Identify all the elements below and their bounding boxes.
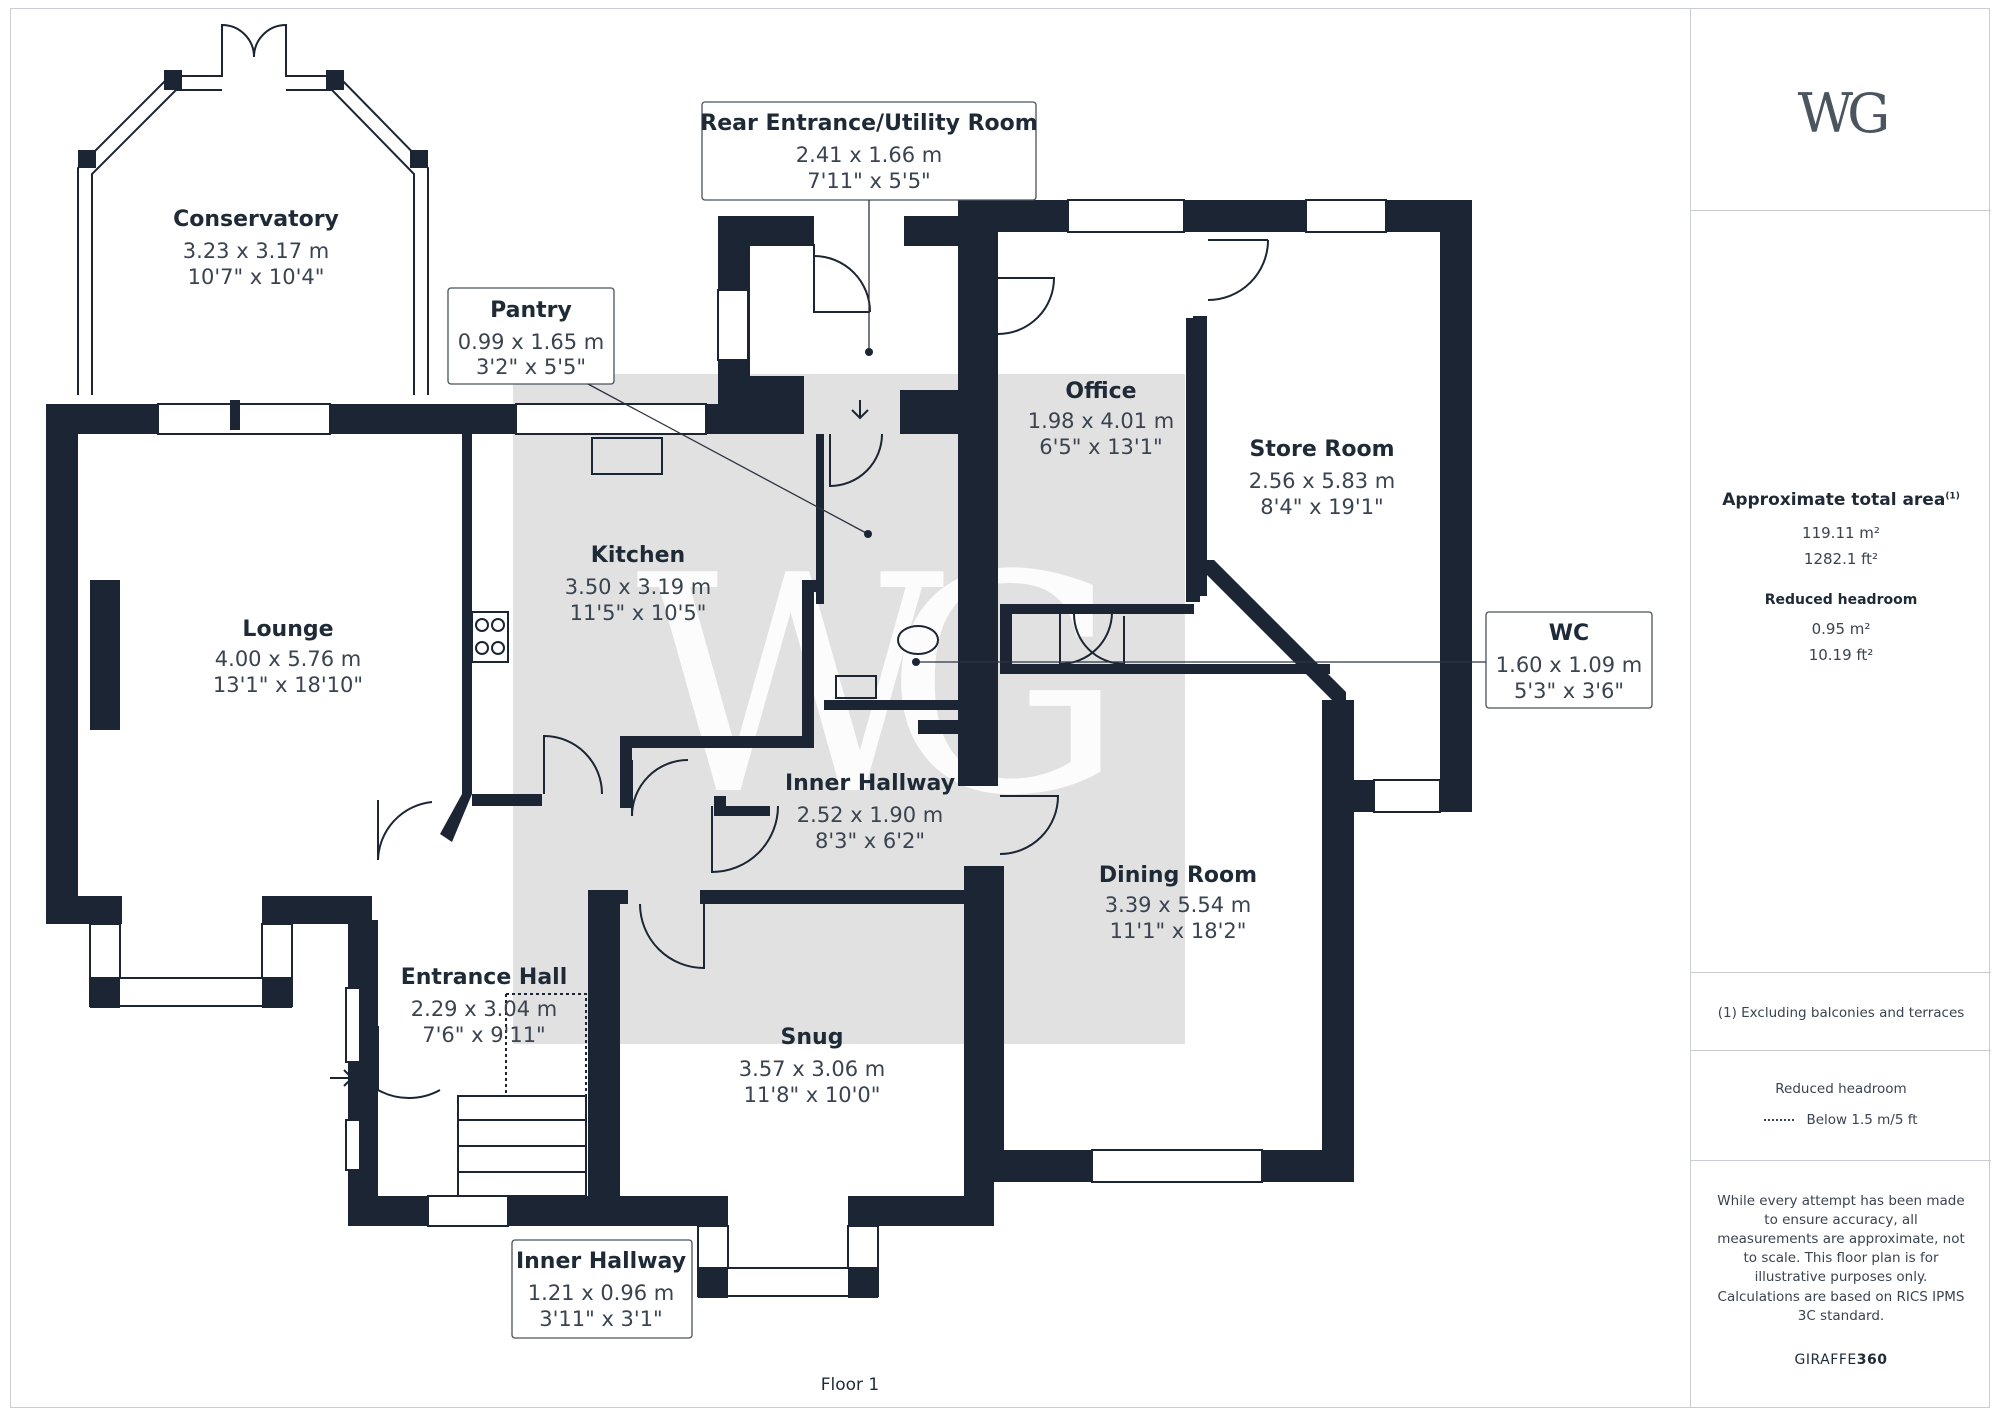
floor-label: Floor 1 <box>821 1375 880 1395</box>
reduced-headroom-title: Reduced headroom <box>1764 592 1918 608</box>
drawing-frame <box>10 8 1990 1408</box>
info-panel: WG Approximate total area(1) 119.11 m² 1… <box>1690 8 1991 1408</box>
room-imperial: 10'7" x 10'4" <box>188 265 325 289</box>
total-area-m2: 119.11 m² <box>1802 524 1880 542</box>
room-metric: 2.52 x 1.90 m <box>797 803 943 827</box>
legend-title: Reduced headroom <box>1775 1081 1907 1097</box>
room-metric: 1.60 x 1.09 m <box>1496 653 1642 677</box>
room-metric: 3.57 x 3.06 m <box>739 1057 885 1081</box>
room-label-kitchen: Kitchen 3.50 x 3.19 m 11'5" x 10'5" <box>565 543 711 625</box>
room-label-dining-room: Dining Room 3.39 x 5.54 m 11'1" x 18'2" <box>1099 863 1257 943</box>
room-metric: 1.21 x 0.96 m <box>528 1281 674 1305</box>
room-name: Lounge <box>242 617 333 642</box>
reduced-headroom-m2: 0.95 m² <box>1811 620 1871 638</box>
room-name: Store Room <box>1250 437 1395 462</box>
room-label-inner-hallway-1: Inner Hallway 2.52 x 1.90 m 8'3" x 6'2" <box>785 771 955 853</box>
calculation-note: Calculations are based on RICS IPMS 3C s… <box>1717 1289 1965 1324</box>
brand-logo: WG <box>1797 82 1891 145</box>
reduced-headroom-ft2: 10.19 ft² <box>1808 646 1874 664</box>
legend-item: Below 1.5 m/5 ft <box>1691 1111 1991 1130</box>
room-name: Pantry <box>490 298 572 323</box>
room-metric: 2.41 x 1.66 m <box>796 143 942 167</box>
room-metric: 4.00 x 5.76 m <box>215 647 361 671</box>
total-area-ft2: 1282.1 ft² <box>1803 550 1879 568</box>
room-label-office: Office 1.98 x 4.01 m 6'5" x 13'1" <box>1028 379 1174 459</box>
disclaimer: While every attempt has been made to ens… <box>1717 1193 1965 1285</box>
room-imperial: 11'5" x 10'5" <box>570 601 707 625</box>
room-label-rear-entrance: Rear Entrance/Utility Room 2.41 x 1.66 m… <box>700 101 1038 356</box>
giraffe360-brand: GIRAFFE360 <box>1794 1352 1888 1368</box>
room-label-inner-hallway-2: Inner Hallway 1.21 x 0.96 m 3'11" x 3'1" <box>511 1239 693 1339</box>
room-name: Office <box>1065 379 1136 404</box>
room-label-snug: Snug 3.57 x 3.06 m 11'8" x 10'0" <box>739 1025 885 1107</box>
entrance-arrows <box>330 303 988 1087</box>
total-area-title: Approximate total area(1) <box>1722 490 1960 510</box>
room-metric: 0.99 x 1.65 m <box>458 330 604 354</box>
room-imperial: 3'2" x 5'5" <box>476 355 586 379</box>
room-imperial: 11'1" x 18'2" <box>1110 919 1247 943</box>
dotted-line-icon <box>1764 1119 1795 1121</box>
room-imperial: 7'6" x 9'11" <box>422 1023 545 1047</box>
room-name: Snug <box>781 1025 844 1050</box>
room-imperial: 8'3" x 6'2" <box>815 829 925 853</box>
fixtures <box>457 437 939 1197</box>
conservatory-french-doors <box>221 23 287 76</box>
room-imperial: 8'4" x 19'1" <box>1260 495 1383 519</box>
room-metric: 3.39 x 5.54 m <box>1105 893 1251 917</box>
divider <box>1691 972 1991 973</box>
room-metric: 1.98 x 4.01 m <box>1028 409 1174 433</box>
room-imperial: 13'1" x 18'10" <box>213 673 363 697</box>
room-label-entrance-hall: Entrance Hall 2.29 x 3.04 m 7'6" x 9'11" <box>401 965 568 1047</box>
room-name: Inner Hallway <box>785 771 955 796</box>
room-name: Conservatory <box>173 207 339 232</box>
room-imperial: 5'3" x 3'6" <box>1514 679 1624 703</box>
door-swings <box>377 239 1269 1100</box>
room-name: Inner Hallway <box>516 1249 686 1274</box>
room-label-conservatory: Conservatory 3.23 x 3.17 m 10'7" x 10'4" <box>173 207 339 289</box>
room-imperial: 3'11" x 3'1" <box>539 1307 662 1331</box>
divider <box>1691 1160 1991 1161</box>
room-name: WC <box>1549 621 1589 646</box>
room-name: Rear Entrance/Utility Room <box>700 111 1037 136</box>
room-name: Kitchen <box>591 543 685 568</box>
room-imperial: 7'11" x 5'5" <box>807 169 930 193</box>
room-metric: 3.23 x 3.17 m <box>183 239 329 263</box>
room-imperial: 6'5" x 13'1" <box>1039 435 1162 459</box>
room-metric: 2.29 x 3.04 m <box>411 997 557 1021</box>
room-name: Entrance Hall <box>401 965 568 990</box>
divider <box>1691 1050 1991 1051</box>
room-metric: 2.56 x 5.83 m <box>1249 469 1395 493</box>
total-area-section: Approximate total area(1) 119.11 m² 1282… <box>1691 490 1991 664</box>
footnote: (1) Excluding balconies and terraces <box>1717 1005 1965 1021</box>
legend: Reduced headroom Below 1.5 m/5 ft <box>1691 1080 1991 1130</box>
interior-walls <box>440 318 1330 904</box>
room-metric: 3.50 x 3.19 m <box>565 575 711 599</box>
room-label-lounge: Lounge 4.00 x 5.76 m 13'1" x 18'10" <box>213 617 363 697</box>
divider <box>1691 210 1991 211</box>
room-label-pantry: Pantry 0.99 x 1.65 m 3'2" x 5'5" <box>447 287 872 538</box>
room-label-store-room: Store Room 2.56 x 5.83 m 8'4" x 19'1" <box>1249 437 1395 519</box>
room-name: Dining Room <box>1099 863 1257 888</box>
exterior-walls <box>46 199 1472 1298</box>
room-label-wc: WC 1.60 x 1.09 m 5'3" x 3'6" <box>912 611 1653 709</box>
room-imperial: 11'8" x 10'0" <box>744 1083 881 1107</box>
